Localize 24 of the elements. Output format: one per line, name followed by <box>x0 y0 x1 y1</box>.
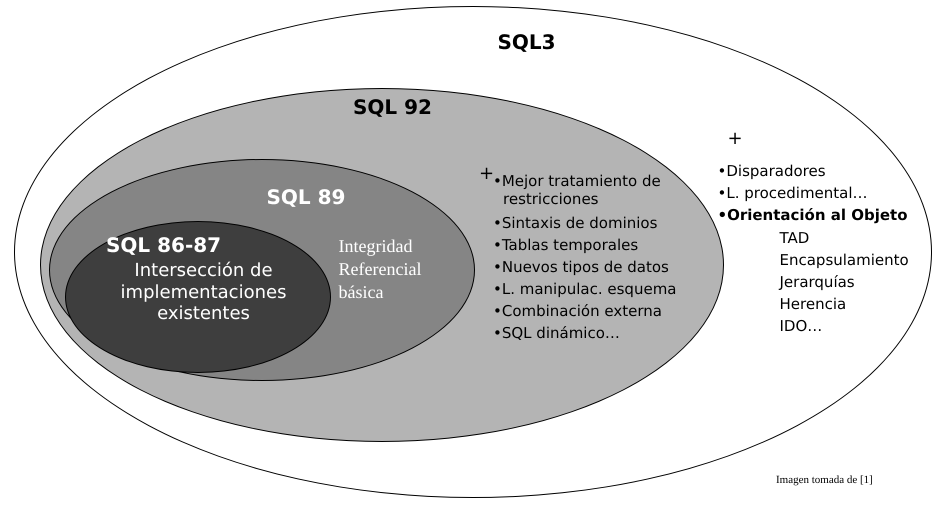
set-title: SQL 86-87 <box>106 233 222 257</box>
list-item: •Tablas temporales <box>493 236 638 254</box>
list-item: •Mejor tratamiento de restricciones <box>493 172 662 208</box>
plus-sign: + <box>479 163 494 185</box>
list-item: •Sintaxis de dominios <box>493 214 658 232</box>
source-note: Imagen tomada de [1] <box>776 474 873 488</box>
list-item: •Combinación externa <box>493 302 662 320</box>
description-text: Integridad Referencial básica <box>338 234 422 304</box>
list-item: •Disparadores <box>718 162 826 180</box>
set-title: SQL3 <box>498 30 556 54</box>
list-item: •L. procedimental… <box>718 184 868 202</box>
list-item: •SQL dinámico… <box>493 324 620 342</box>
list-item: •Nuevos tipos de datos <box>493 258 669 276</box>
set-title: SQL 92 <box>353 95 432 119</box>
list-item: •Orientación al Objeto <box>718 206 908 224</box>
list-item: •L. manipulac. esquema <box>493 280 676 298</box>
sub-item: TAD <box>780 228 810 246</box>
description-text: Intersección de implementaciones existentes <box>120 260 288 325</box>
sub-item: Encapsulamiento <box>780 250 909 268</box>
set-title: SQL 89 <box>266 184 346 208</box>
sub-item: Herencia <box>780 294 846 312</box>
plus-sign: + <box>728 128 743 150</box>
sub-item: IDO… <box>780 316 822 334</box>
sub-item: Jerarquías <box>780 272 855 290</box>
